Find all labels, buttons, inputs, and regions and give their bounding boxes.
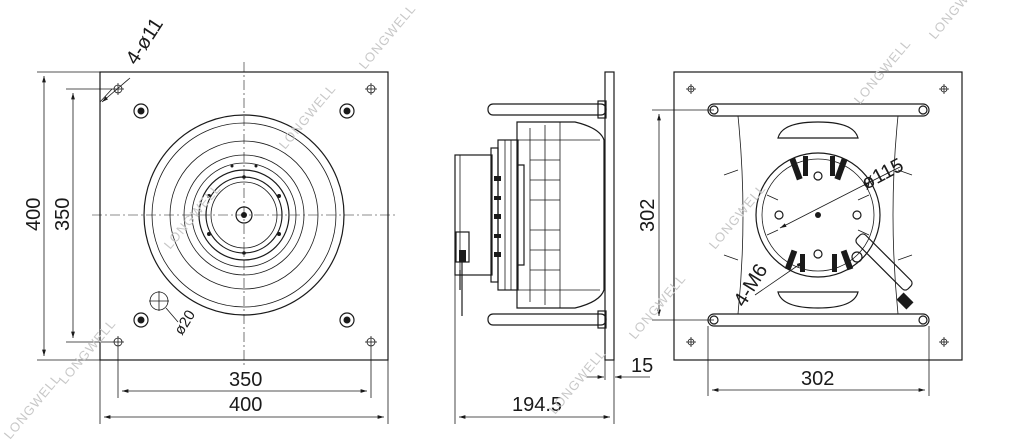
cable-hole: ø20 xyxy=(149,291,199,338)
cable-hole-label: ø20 xyxy=(171,307,199,338)
height-holes-label: 350 xyxy=(52,198,74,231)
rear-bottom-rail xyxy=(707,313,930,327)
impeller xyxy=(143,114,345,316)
rear-width-label: 302 xyxy=(801,368,834,390)
plate-thickness-label: 15 xyxy=(631,355,653,377)
watermark: LONGWELL xyxy=(926,0,989,42)
side-plate xyxy=(604,71,615,361)
side-view: 194.5 15 xyxy=(454,71,653,424)
corner-hole xyxy=(112,83,124,95)
rear-plate xyxy=(673,71,963,361)
corner-hole xyxy=(939,84,949,94)
corner-hole xyxy=(365,83,377,95)
rear-height-label: 302 xyxy=(637,199,659,232)
side-motor xyxy=(454,139,525,316)
corner-hole xyxy=(686,84,696,94)
mount-bolt xyxy=(133,103,149,119)
threads-label: 4-M6 xyxy=(730,260,773,310)
mount-bolt xyxy=(339,103,355,119)
mount-bolt xyxy=(339,312,355,328)
cable-gland xyxy=(851,233,914,310)
holes-label: 4-ø11 xyxy=(122,14,168,69)
watermark: LONGWELL xyxy=(56,316,119,387)
depth-label: 194.5 xyxy=(512,394,562,416)
side-impeller xyxy=(516,121,605,309)
corner-hole xyxy=(686,337,696,347)
watermark: LONGWELL xyxy=(546,346,609,417)
watermark: LONGWELL xyxy=(1,371,64,442)
height-outer-label: 400 xyxy=(23,198,45,231)
mount-bolt xyxy=(133,312,149,328)
top-rail xyxy=(487,103,607,116)
watermark: LONGWELL xyxy=(276,81,339,152)
watermark: LONGWELL xyxy=(706,181,769,252)
watermarks: LONGWELL LONGWELL LONGWELL LONGWELL LONG… xyxy=(1,0,989,442)
watermark: LONGWELL xyxy=(626,271,689,342)
rear-view: ø115 4-M6 302 302 xyxy=(637,71,963,396)
corner-hole xyxy=(365,336,377,348)
corner-hole xyxy=(112,336,124,348)
watermark: LONGWELL xyxy=(356,1,419,72)
watermark: LONGWELL xyxy=(851,36,914,107)
width-outer-label: 400 xyxy=(229,394,262,416)
rear-top-rail xyxy=(707,103,930,117)
width-holes-label: 350 xyxy=(229,369,262,391)
bottom-rail xyxy=(487,313,607,326)
bolt-circle-label: ø115 xyxy=(858,154,907,194)
corner-hole xyxy=(939,337,949,347)
